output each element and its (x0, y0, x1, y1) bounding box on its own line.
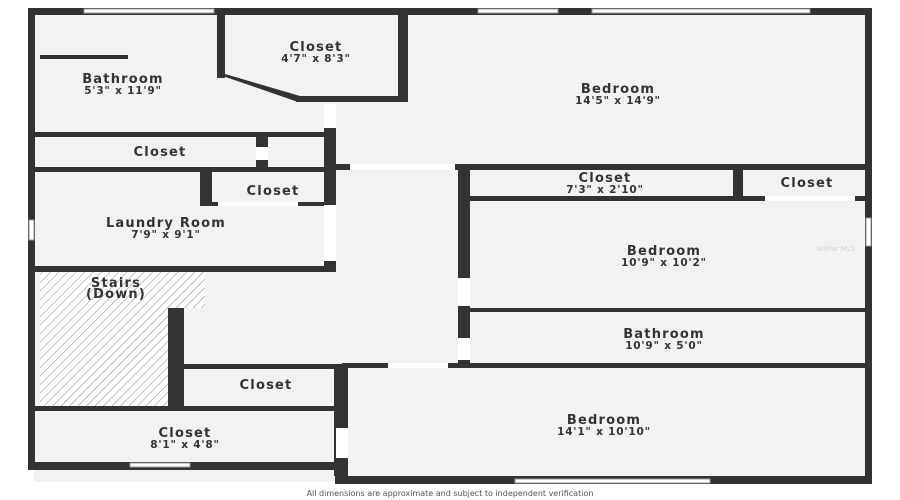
svg-text:14'5" x 14'9": 14'5" x 14'9" (575, 95, 661, 107)
disclaimer-footer: All dimensions are approximate and subje… (306, 489, 594, 498)
room-label-closet-top: Closet 4'7" x 8'3" (281, 40, 350, 65)
room-label-closet-right: Closet (781, 176, 834, 191)
svg-text:7'9" x 9'1": 7'9" x 9'1" (131, 229, 200, 241)
svg-text:Closet: Closet (781, 176, 834, 191)
svg-text:Closet: Closet (240, 378, 293, 393)
svg-text:14'1" x 10'10": 14'1" x 10'10" (557, 426, 651, 438)
svg-text:Bathroom: Bathroom (623, 327, 705, 342)
room-label-bathroom-1: Bathroom 5'3" x 11'9" (82, 72, 164, 97)
stairs-hatch (40, 270, 205, 408)
room-label-laundry: Laundry Room 7'9" x 9'1" (106, 216, 226, 241)
svg-text:4'7" x 8'3": 4'7" x 8'3" (281, 53, 350, 65)
room-label-closet-hall: Closet (134, 145, 187, 160)
windows (28, 8, 872, 484)
svg-text:Bedroom: Bedroom (567, 413, 641, 428)
svg-text:Closet: Closet (579, 171, 632, 186)
door-openings (218, 104, 855, 458)
room-label-bedroom-2: Bedroom 10'9" x 10'2" (621, 244, 707, 269)
svg-text:Closet: Closet (134, 145, 187, 160)
svg-text:Closet: Closet (247, 184, 300, 199)
room-label-bedroom-1: Bedroom 14'5" x 14'9" (575, 82, 661, 107)
room-label-closet-bottom: Closet 8'1" x 4'8" (150, 426, 219, 451)
svg-text:5'3" x 11'9": 5'3" x 11'9" (84, 85, 162, 97)
svg-text:Closet: Closet (159, 426, 212, 441)
svg-text:Laundry Room: Laundry Room (106, 216, 226, 231)
watermark: Stellar MLS (816, 245, 856, 253)
svg-text:Bedroom: Bedroom (581, 82, 655, 97)
room-label-bathroom-2: Bathroom 10'9" x 5'0" (623, 327, 705, 352)
svg-text:Bathroom: Bathroom (82, 72, 164, 87)
svg-text:10'9" x 5'0": 10'9" x 5'0" (625, 340, 703, 352)
svg-text:8'1" x 4'8": 8'1" x 4'8" (150, 439, 219, 451)
room-label-closet-laundry: Closet (247, 184, 300, 199)
svg-text:Bedroom: Bedroom (627, 244, 701, 259)
svg-text:(Down): (Down) (86, 287, 146, 302)
room-label-closet-mid: Closet 7'3" x 2'10" (566, 171, 644, 196)
room-label-stairs: Stairs (Down) (86, 276, 146, 302)
svg-text:10'9" x 10'2": 10'9" x 10'2" (621, 257, 707, 269)
svg-text:Closet: Closet (290, 40, 343, 55)
room-label-closet-lower: Closet (240, 378, 293, 393)
svg-text:7'3" x 2'10": 7'3" x 2'10" (566, 184, 644, 196)
room-label-bedroom-3: Bedroom 14'1" x 10'10" (557, 413, 651, 438)
svg-text:Stairs: Stairs (91, 276, 141, 291)
